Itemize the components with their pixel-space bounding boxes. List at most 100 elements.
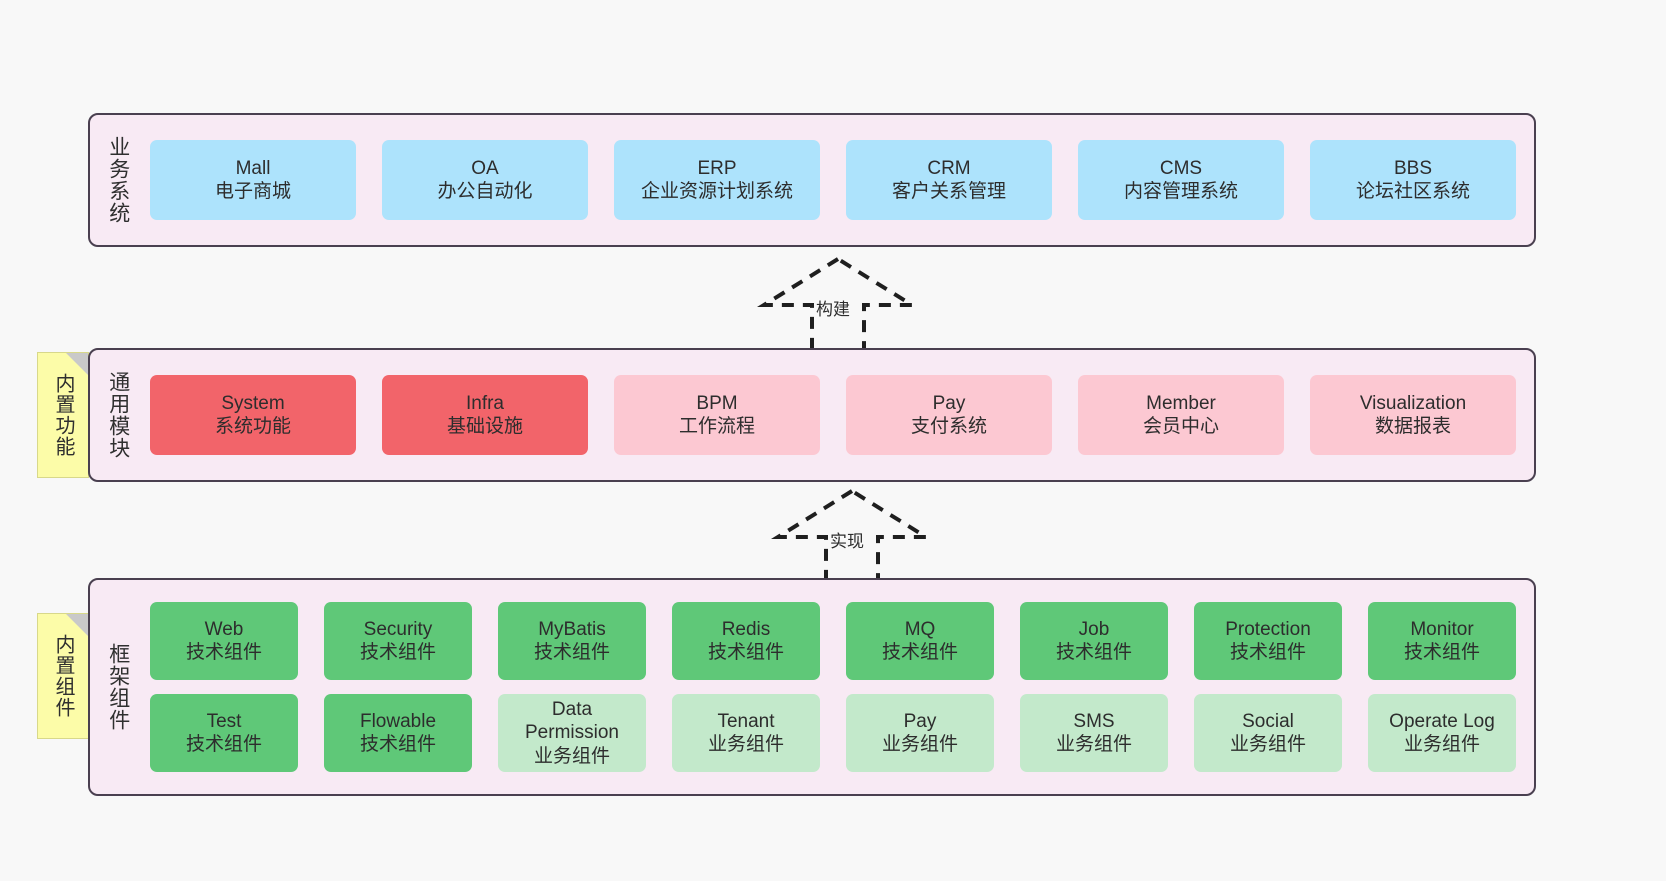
node-label-en: CMS: [1159, 157, 1203, 179]
note-label: 内置功能: [52, 373, 74, 457]
node-label-en: OA: [471, 157, 499, 179]
node-web[interactable]: Web 技术组件: [150, 602, 298, 680]
node-label-cn: 技术组件: [1055, 642, 1132, 663]
arrow-implement-label: 实现: [830, 532, 864, 551]
layer-body-business: Mall 电子商城 OA 办公自动化 ERP 企业资源计划系统 CRM 客户关系…: [146, 115, 1534, 245]
node-label-cn: 支付系统: [910, 416, 987, 437]
node-test[interactable]: Test 技术组件: [150, 694, 298, 772]
layer-body-common-module: System 系统功能 Infra 基础设施 BPM 工作流程 Pay 支付系统…: [146, 350, 1534, 480]
node-security[interactable]: Security 技术组件: [324, 602, 472, 680]
node-label-cn: 论坛社区系统: [1355, 181, 1470, 202]
node-label-cn: 技术组件: [185, 734, 262, 755]
node-label-cn: 工作流程: [678, 416, 755, 437]
node-label-cn: 技术组件: [707, 642, 784, 663]
note-fold-corner-icon: [66, 614, 88, 636]
layer-panel-business: 业务系统 Mall 电子商城 OA 办公自动化 ERP 企业资源计划系统 CRM…: [88, 113, 1536, 247]
arrow-build-label: 构建: [816, 300, 850, 319]
node-label-cn: 办公自动化: [437, 181, 533, 202]
node-label-en: Tenant: [717, 710, 775, 732]
note-builtin-function: 内置功能: [37, 352, 89, 478]
node-label-en: Mall: [235, 157, 271, 179]
node-label-cn: 业务组件: [707, 734, 784, 755]
layer-title-business: 业务系统: [106, 136, 130, 224]
node-label-cn: 内容管理系统: [1123, 181, 1238, 202]
arrow-build: 构建: [748, 255, 928, 355]
node-infra[interactable]: Infra 基础设施: [382, 375, 588, 455]
node-label-en: Security: [363, 618, 433, 640]
node-member[interactable]: Member 会员中心: [1078, 375, 1284, 455]
node-label-cn: 技术组件: [881, 642, 958, 663]
node-label-en: SMS: [1073, 710, 1115, 732]
node-monitor[interactable]: Monitor 技术组件: [1368, 602, 1516, 680]
node-label-en: Flowable: [359, 710, 437, 732]
note-fold-corner-icon: [66, 353, 88, 375]
node-label-en: System: [221, 392, 285, 414]
node-label-en: ERP: [697, 157, 737, 179]
node-label-cn: 企业资源计划系统: [640, 181, 793, 202]
node-data-permission[interactable]: Data Permission 业务组件: [498, 694, 646, 772]
node-bpm[interactable]: BPM 工作流程: [614, 375, 820, 455]
node-mq[interactable]: MQ 技术组件: [846, 602, 994, 680]
node-label-cn: 客户关系管理: [891, 181, 1006, 202]
node-mybatis[interactable]: MyBatis 技术组件: [498, 602, 646, 680]
node-label-cn: 业务组件: [1055, 734, 1132, 755]
node-label-en: MyBatis: [538, 618, 606, 640]
node-label-en: Monitor: [1410, 618, 1474, 640]
layer-body-framework-component: Web 技术组件 Security 技术组件 MyBatis 技术组件 Redi…: [146, 580, 1534, 794]
node-row: System 系统功能 Infra 基础设施 BPM 工作流程 Pay 支付系统…: [150, 375, 1516, 455]
node-label-cn: 电子商城: [214, 181, 291, 202]
node-label-cn: 技术组件: [533, 642, 610, 663]
node-label-en: Social: [1242, 710, 1294, 732]
node-crm[interactable]: CRM 客户关系管理: [846, 140, 1052, 220]
node-social[interactable]: Social 业务组件: [1194, 694, 1342, 772]
node-label-en: Protection: [1225, 618, 1311, 640]
layer-title-common-module: 通用模块: [106, 371, 130, 459]
node-visualization[interactable]: Visualization 数据报表: [1310, 375, 1516, 455]
node-cms[interactable]: CMS 内容管理系统: [1078, 140, 1284, 220]
node-label-en: MQ: [904, 618, 936, 640]
node-operate-log[interactable]: Operate Log 业务组件: [1368, 694, 1516, 772]
node-oa[interactable]: OA 办公自动化: [382, 140, 588, 220]
node-label-en: BPM: [696, 392, 738, 414]
node-sms[interactable]: SMS 业务组件: [1020, 694, 1168, 772]
note-label: 内置组件: [52, 634, 74, 718]
node-label-cn: 技术组件: [1229, 642, 1306, 663]
node-redis[interactable]: Redis 技术组件: [672, 602, 820, 680]
node-label-cn: 业务组件: [1229, 734, 1306, 755]
layer-title-framework-component: 框架组件: [106, 643, 130, 731]
node-system[interactable]: System 系统功能: [150, 375, 356, 455]
node-label-en: BBS: [1393, 157, 1433, 179]
node-label-en: Pay: [932, 392, 966, 414]
node-protection[interactable]: Protection 技术组件: [1194, 602, 1342, 680]
node-label-cn: 技术组件: [1403, 642, 1480, 663]
note-builtin-component: 内置组件: [37, 613, 89, 739]
node-tenant[interactable]: Tenant 业务组件: [672, 694, 820, 772]
node-label-en: Member: [1146, 392, 1216, 414]
node-label-en: Operate Log: [1389, 710, 1495, 732]
node-label-cn: 技术组件: [359, 734, 436, 755]
node-label-en: Test: [206, 710, 242, 732]
arrow-build-shape: [756, 256, 920, 353]
node-mall[interactable]: Mall 电子商城: [150, 140, 356, 220]
node-flowable[interactable]: Flowable 技术组件: [324, 694, 472, 772]
node-label-en: Visualization: [1359, 392, 1467, 414]
node-label-cn: 业务组件: [533, 745, 610, 767]
arrow-implement-shape: [770, 488, 934, 585]
node-row: Web 技术组件 Security 技术组件 MyBatis 技术组件 Redi…: [150, 602, 1516, 680]
node-pay-module[interactable]: Pay 支付系统: [846, 375, 1052, 455]
node-label-en: Data Permission: [525, 699, 619, 744]
node-job[interactable]: Job 技术组件: [1020, 602, 1168, 680]
node-label-cn: 技术组件: [185, 642, 262, 663]
node-label-cn: 基础设施: [446, 416, 523, 437]
node-label-en: CRM: [927, 157, 971, 179]
node-pay-component[interactable]: Pay 业务组件: [846, 694, 994, 772]
node-row: Mall 电子商城 OA 办公自动化 ERP 企业资源计划系统 CRM 客户关系…: [150, 140, 1516, 220]
node-bbs[interactable]: BBS 论坛社区系统: [1310, 140, 1516, 220]
layer-panel-framework-component: 框架组件 Web 技术组件 Security 技术组件 MyBatis 技术组件…: [88, 578, 1536, 796]
node-label-cn: 技术组件: [359, 642, 436, 663]
node-label-cn: 系统功能: [214, 416, 291, 437]
node-label-en: Job: [1078, 618, 1110, 640]
arrow-implement: 实现: [762, 487, 942, 587]
node-label-en: Infra: [465, 392, 505, 414]
node-erp[interactable]: ERP 企业资源计划系统: [614, 140, 820, 220]
